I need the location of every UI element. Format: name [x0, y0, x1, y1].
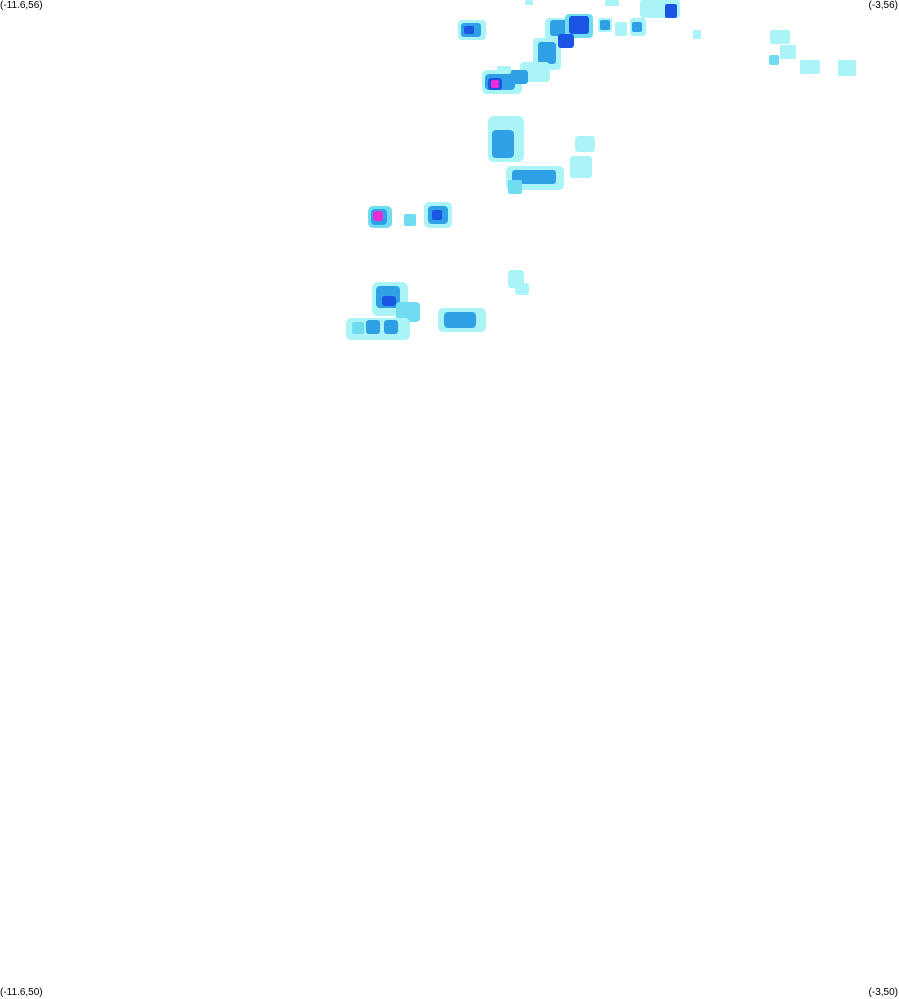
corner-label-top-right: (-3,56) — [868, 0, 898, 11]
precip-cluster-east — [769, 30, 856, 76]
precip-cluster-center-north — [482, 66, 528, 94]
precip-cluster-north — [520, 0, 701, 82]
corner-label-bottom-right: (-3,50) — [868, 987, 898, 998]
precip-cluster-middle — [488, 116, 595, 194]
precip-cluster-northwest — [458, 20, 486, 40]
precip-cluster-southwest — [346, 270, 529, 340]
precip-cluster-west — [368, 202, 452, 228]
corner-label-top-left: (-11.6,56) — [0, 0, 43, 11]
corner-label-bottom-left: (-11.6,50) — [0, 987, 43, 998]
